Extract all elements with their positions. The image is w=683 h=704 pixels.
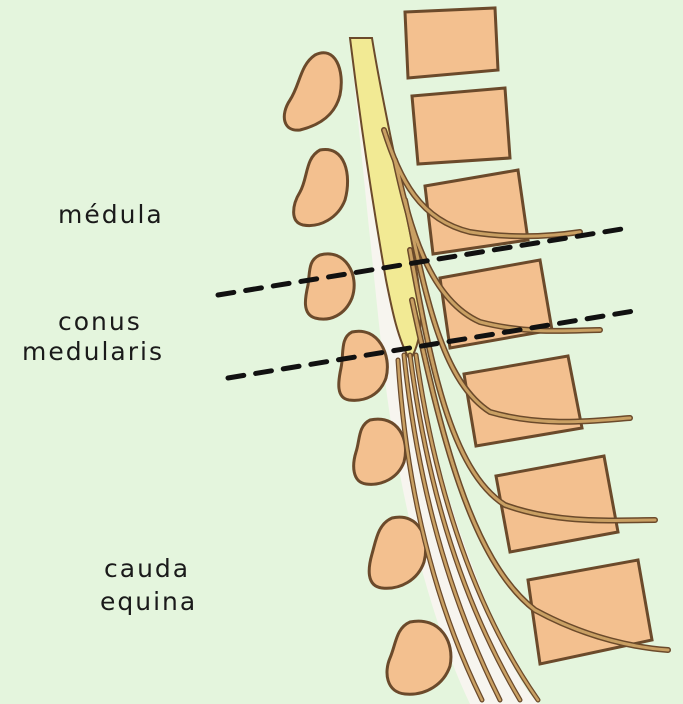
- spinous-process: [339, 331, 388, 400]
- vertebral-body: [464, 356, 582, 446]
- label-cauda-line1: cauda: [104, 555, 190, 583]
- label-cauda-line2: equina: [100, 588, 197, 616]
- spinous-process: [294, 149, 348, 225]
- label-conus-line1: conus: [58, 308, 142, 336]
- spinous-process: [369, 517, 425, 588]
- vertebral-body: [425, 170, 528, 254]
- spinous-process: [354, 419, 406, 484]
- spinous-process: [284, 53, 341, 130]
- spinous-process: [305, 254, 354, 319]
- spinous-process: [387, 621, 451, 694]
- label-conus-line2: medularis: [22, 338, 164, 366]
- vertebral-body: [405, 8, 498, 78]
- label-medula: médula: [58, 201, 164, 229]
- vertebral-body: [412, 88, 510, 164]
- vertebral-body: [496, 456, 618, 552]
